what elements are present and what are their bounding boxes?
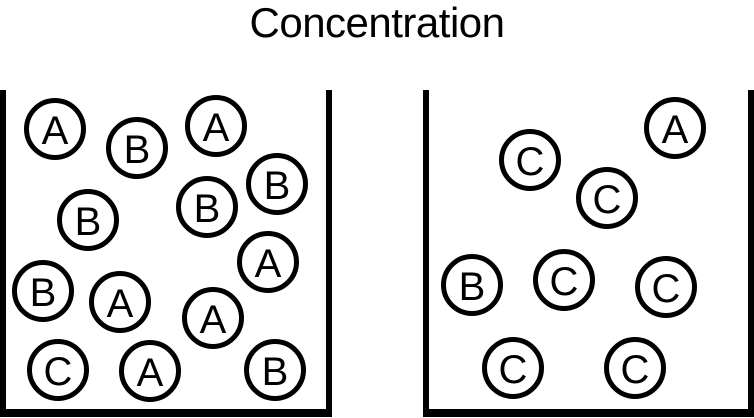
particle-circle-b: B [244,339,306,401]
particle-circle-a: A [237,231,299,293]
particle-circle-a: A [185,95,247,157]
particle-circle-a: A [119,340,181,402]
diagram-title: Concentration [249,0,506,46]
particle-circle-b: B [441,254,503,316]
particle-circle-b: B [176,176,238,238]
particle-circle-a: A [644,97,706,159]
particle-circle-b: B [106,117,168,179]
particle-circle-c: C [499,129,561,191]
particle-circle-c: C [604,337,666,399]
particle-circle-c: C [533,249,595,311]
particle-circle-c: C [482,337,544,399]
particle-circle-a: A [24,98,86,160]
particle-circle-c: C [27,339,89,401]
particle-circle-a: A [89,271,151,333]
particle-circle-b: B [246,153,308,215]
particle-circle-b: B [12,260,74,322]
particle-circle-c: C [635,256,697,318]
particle-circle-a: A [182,287,244,349]
particle-circle-b: B [57,189,119,251]
particle-circle-c: C [576,167,638,229]
